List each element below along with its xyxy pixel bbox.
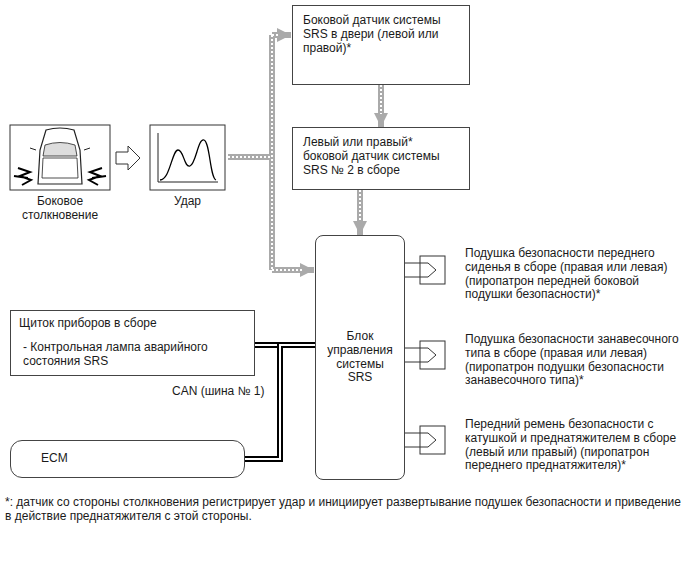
signal-band-hatch: [380, 85, 382, 114]
signal-band: [378, 85, 384, 127]
node-title: ECM: [41, 452, 214, 466]
car-body: [38, 128, 82, 184]
output-label: Подушка безопасности занавесочного типа …: [465, 333, 683, 388]
illustration-caption: Удар: [150, 195, 225, 209]
output-label: Передний ремень безопасности с катушкой …: [465, 418, 683, 473]
node-body: - Контрольная лампа аварийного состояния…: [19, 341, 246, 369]
impact-mark: [14, 168, 31, 185]
meter-box: Щиток приборов в сборе - Контрольная ламп…: [10, 310, 255, 376]
graph-curve: [160, 140, 216, 180]
can-bus-line: [245, 345, 315, 459]
output-label: Подушка безопасности переднего сиденья в…: [465, 247, 683, 302]
node-title: Блок управления системы SRS: [324, 330, 396, 385]
squib-symbol: [405, 256, 445, 284]
signal-band: [357, 190, 363, 235]
squib-box: [420, 256, 445, 284]
graph-frame: [150, 125, 225, 190]
bus-outer: [245, 345, 315, 459]
signal-arrow: [360, 190, 361, 235]
car-roof: [42, 158, 78, 178]
sensor-box: Боковой датчик системы SRS в двери (лево…: [292, 5, 470, 85]
car-windshield: [43, 143, 77, 157]
signal-band-hatch: [228, 35, 302, 270]
ecm-box: ECM: [10, 440, 245, 478]
car-mirror: [30, 148, 90, 150]
node-title: Боковой датчик системы SRS в двери (лево…: [303, 14, 459, 55]
bus-inner: [245, 345, 315, 459]
footnote: *: датчик со стороны столкновения регист…: [5, 496, 685, 524]
squib-box: [420, 426, 445, 454]
impact-mark: [89, 168, 106, 185]
sensor-box: Левый или правый* боковой датчик системы…: [292, 127, 470, 190]
bus-label: CAN (шина № 1): [172, 385, 272, 399]
signal-band: [272, 32, 291, 38]
node-title: Левый или правый* боковой датчик системы…: [303, 136, 459, 177]
control-unit-box: Блок управления системы SRS: [315, 235, 405, 480]
node-title: Щиток приборов в сборе: [19, 317, 246, 331]
squib-symbol: [405, 426, 445, 454]
signal-band-hatch: [359, 190, 361, 222]
hollow-arrow: [116, 146, 140, 170]
car-frame: [10, 125, 110, 190]
signal-band: [228, 35, 272, 270]
squib-box: [420, 341, 445, 369]
illustration-caption: Боковое столкновение: [10, 195, 110, 223]
graph-axes: [158, 133, 218, 182]
signal-arrow: [381, 85, 382, 127]
squib-symbol: [405, 341, 445, 369]
